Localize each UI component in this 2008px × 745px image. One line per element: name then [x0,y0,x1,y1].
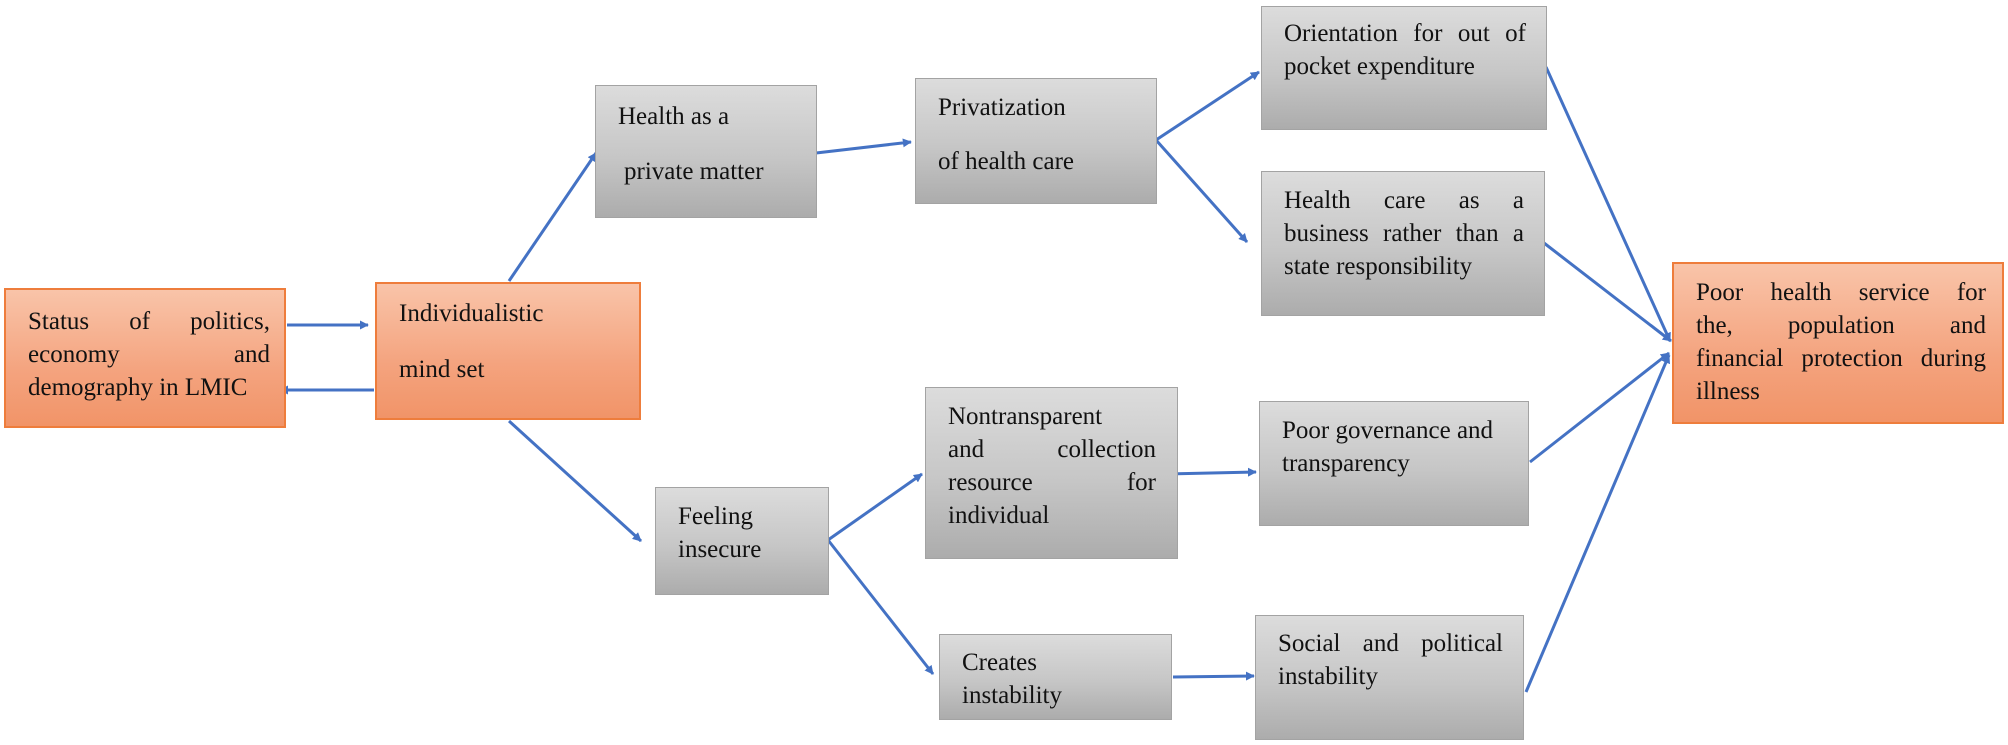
node-private-matter: Health as a private matter [595,85,817,218]
arrow-privatization-to-oop [1155,70,1260,142]
node-outcome-line-4: illness [1696,378,1760,405]
node-oop-line-2: pocket expenditure [1284,53,1475,80]
node-outcome-line-2: the, population and [1696,312,1986,339]
node-instability-line-2: instability [962,682,1062,709]
node-nontransparent-line-1: Nontransparent [948,403,1103,430]
node-creates-instability: Creates instability [939,634,1172,720]
node-business-line-2: business rather than a [1284,220,1524,247]
arrow-oop-to-outcome [1544,66,1672,342]
node-outcome-line-1: Poor health service for [1696,279,1986,306]
node-oop-line-1: Orientation for out of [1284,20,1526,47]
node-status: Status of politics, economy and demograp… [4,288,286,428]
node-instability-line-1: Creates [962,649,1037,676]
arrow-business-to-outcome [1543,241,1672,343]
arrow-mindset-to-private [507,152,598,282]
node-insecure-line-2: insecure [678,536,762,563]
arrow-privatization-to-business [1154,139,1249,243]
node-mindset-line-1: Individualistic [399,300,544,327]
node-nontransparent-line-3: resource for [948,469,1156,496]
arrow-social-to-outcome [1524,354,1671,693]
arrow-instability-to-social [1172,671,1255,681]
node-status-line-3: demography in LMIC [28,374,248,401]
node-health-business: Health care as a business rather than a … [1261,171,1545,316]
arrow-mindset-to-insecure [507,419,643,543]
node-business-line-1: Health care as a [1284,187,1524,214]
node-social-line-1: Social and political [1278,630,1503,657]
node-business-line-3: state responsibility [1284,253,1473,280]
node-private-line-1: Health as a [618,103,730,130]
arrow-governance-to-outcome [1529,351,1670,464]
arrow-private-to-privatization [815,138,912,155]
node-status-line-1: Status of politics, [28,308,270,335]
node-status-line-2: economy and [28,341,270,368]
node-poor-governance: Poor governance and transparency [1259,401,1529,526]
node-nontransparent: Nontransparent and collection resource f… [925,387,1178,559]
node-privatization-line-1: Privatization [938,94,1066,121]
arrow-insecure-to-instability [826,539,935,675]
node-nontransparent-line-4: individual [948,502,1050,529]
node-governance-line-1: Poor governance and [1282,417,1494,444]
node-privatization-line-2: of health care [938,148,1075,175]
node-poor-health-service: Poor health service for the, population … [1672,262,2004,424]
node-governance-line-2: transparency [1282,450,1410,477]
node-private-line-2: private matter [624,158,764,185]
node-individualistic-mindset: Individualistic mind set [375,282,641,420]
node-privatization: Privatization of health care [915,78,1157,204]
arrow-insecure-to-nontransparent [827,472,923,542]
node-feeling-insecure: Feeling insecure [655,487,829,595]
node-nontransparent-line-2: and collection [948,436,1156,463]
node-social-political-instability: Social and political instability [1255,615,1524,740]
node-insecure-line-1: Feeling [678,503,753,530]
arrow-nontransparent-to-governance [1165,467,1257,477]
node-out-of-pocket: Orientation for out of pocket expenditur… [1261,6,1547,130]
node-outcome-line-3: financial protection during [1696,345,1986,372]
node-mindset-line-2: mind set [399,356,485,383]
node-social-line-2: instability [1278,663,1378,690]
